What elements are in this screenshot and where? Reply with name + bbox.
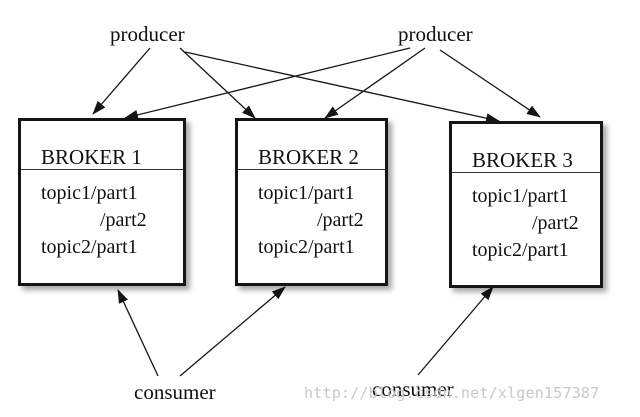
consumer-node: consumer xyxy=(372,377,454,401)
topic-partition: /part2 xyxy=(532,212,579,234)
broker-divider xyxy=(21,169,183,170)
edge-consumer-1-to-broker-2 xyxy=(179,286,286,377)
edge-producer-2-to-broker-3 xyxy=(439,49,541,118)
broker-title: BROKER 2 xyxy=(258,145,359,169)
watermark-text: http://blog.csdn.net/xlgen157387 xyxy=(304,384,600,402)
edge-producer-1-to-broker-1 xyxy=(92,47,151,115)
edge-consumer-2-to-broker-3 xyxy=(417,286,494,376)
producer-node: producer xyxy=(398,22,473,46)
broker-box: BROKER 2 topic1/part1 /part2 topic2/part… xyxy=(235,118,388,286)
edge-producer-1-to-broker-2 xyxy=(179,47,256,119)
consumer-node: consumer xyxy=(134,380,216,404)
edge-producer-2-to-broker-2 xyxy=(324,47,426,119)
topic-partition: topic2/part1 xyxy=(472,239,569,261)
broker-box: BROKER 3 topic1/part1 /part2 topic2/part… xyxy=(449,121,603,288)
broker-divider xyxy=(452,172,600,173)
broker-box: BROKER 1 topic1/part1 /part2 topic2/part… xyxy=(18,118,186,286)
topic-partition: topic2/part1 xyxy=(41,236,138,258)
topic-partition: topic1/part1 xyxy=(41,182,138,204)
edge-producer-2-to-broker-1 xyxy=(124,47,411,120)
edge-producer-1-to-broker-3 xyxy=(184,51,500,124)
broker-title: BROKER 3 xyxy=(472,148,573,172)
topic-partition: /part2 xyxy=(317,209,364,231)
producer-node: producer xyxy=(110,22,185,46)
topic-partition: topic2/part1 xyxy=(258,236,355,258)
broker-divider xyxy=(238,169,385,170)
edge-consumer-1-to-broker-1 xyxy=(117,289,159,377)
topic-partition: /part2 xyxy=(100,209,147,231)
topic-partition: topic1/part1 xyxy=(472,185,569,207)
topic-partition: topic1/part1 xyxy=(258,182,355,204)
broker-title: BROKER 1 xyxy=(41,145,142,169)
